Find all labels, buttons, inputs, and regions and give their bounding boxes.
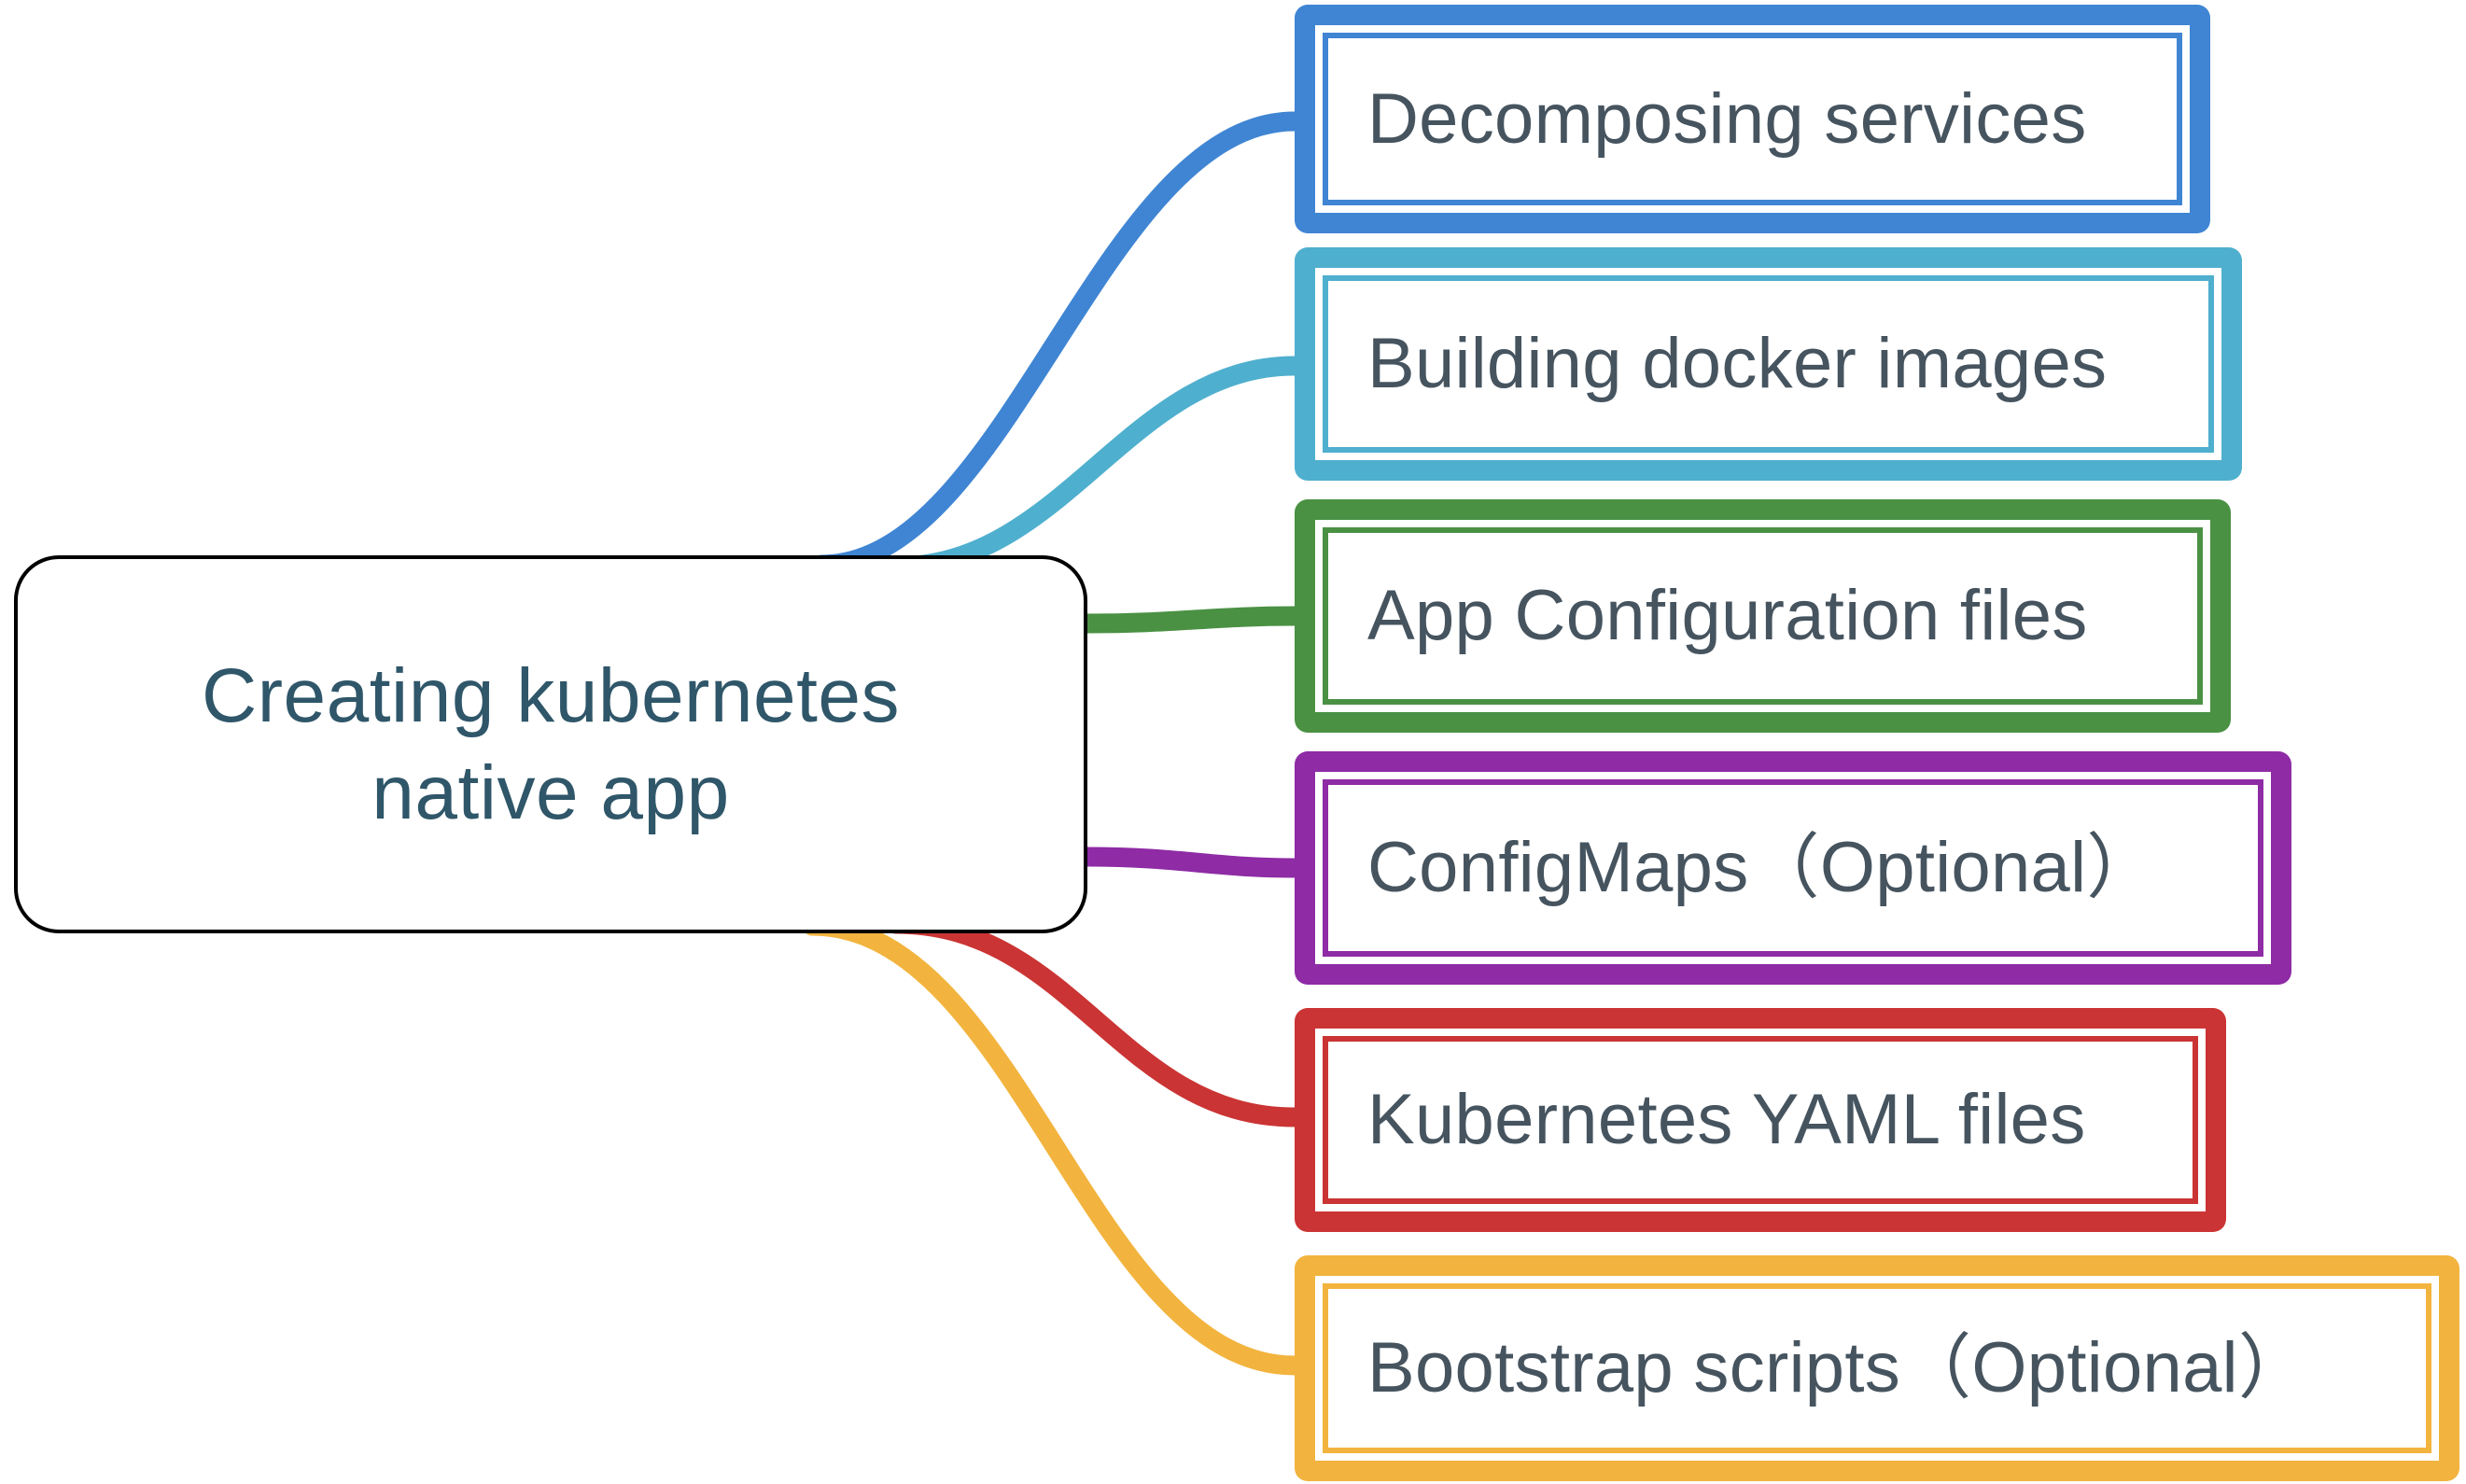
- branch-inner-frame: Bootstrap scripts（Optional）: [1323, 1283, 2431, 1453]
- branch-label-bootstrap-scripts: Bootstrap scripts（Optional）: [1367, 1328, 2310, 1408]
- connector-kubernetes-yaml-files: [886, 914, 1305, 1127]
- connector-app-configuration-files: [1077, 606, 1305, 634]
- connector-building-docker-images: [886, 356, 1305, 577]
- branch-node-decomposing-services[interactable]: Decomposing services: [1295, 5, 2210, 233]
- branch-inner-frame: Decomposing services: [1323, 33, 2182, 205]
- branch-inner-frame: ConfigMaps（Optional）: [1323, 779, 2263, 957]
- branch-label-configmaps: ConfigMaps（Optional）: [1367, 828, 2158, 908]
- root-node-label: Creating kubernetes native app: [202, 653, 900, 835]
- branch-inner-frame: Building docker images: [1323, 275, 2214, 453]
- branch-label-app-configuration-files: App Configuration files: [1367, 576, 2088, 656]
- branch-node-building-docker-images[interactable]: Building docker images: [1295, 247, 2242, 481]
- branch-node-kubernetes-yaml-files[interactable]: Kubernetes YAML files: [1295, 1008, 2226, 1232]
- branch-inner-frame: App Configuration files: [1323, 527, 2203, 705]
- branch-node-configmaps[interactable]: ConfigMaps（Optional）: [1295, 751, 2291, 985]
- branch-label-kubernetes-yaml-files: Kubernetes YAML files: [1367, 1080, 2086, 1160]
- branch-node-app-configuration-files[interactable]: App Configuration files: [1295, 499, 2231, 733]
- connector-decomposing-services: [811, 111, 1305, 575]
- root-node[interactable]: Creating kubernetes native app: [14, 555, 1087, 933]
- connector-configmaps: [1077, 847, 1305, 878]
- connector-bootstrap-scripts: [802, 916, 1305, 1376]
- branch-label-building-docker-images: Building docker images: [1367, 324, 2108, 404]
- branch-node-bootstrap-scripts[interactable]: Bootstrap scripts（Optional）: [1295, 1255, 2459, 1481]
- branch-label-decomposing-services: Decomposing services: [1367, 78, 2087, 159]
- branch-inner-frame: Kubernetes YAML files: [1323, 1036, 2198, 1204]
